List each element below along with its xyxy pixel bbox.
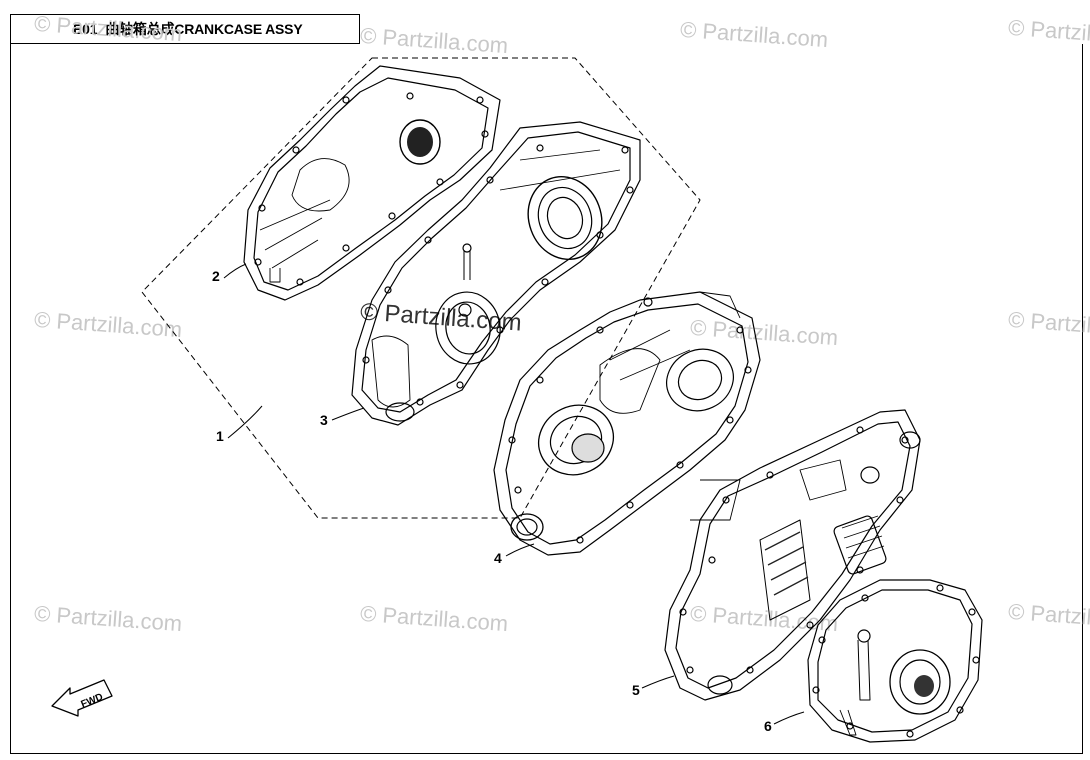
diagram-frame [10,44,1083,754]
diagram-title: 曲轴箱总成CRANKCASE ASSY [105,21,303,37]
leader-line-6 [773,711,805,725]
kit-dashed-box [141,57,701,519]
callout-1: 1 [216,428,224,444]
callout-2: 2 [212,268,220,284]
leader-line-1 [227,405,263,439]
leader-line-4 [505,543,535,557]
outer-cover-part [243,65,501,301]
leader-line-5 [641,675,675,689]
leader-line-2 [223,263,247,279]
callout-3: 3 [320,412,328,428]
crankcase-right-part [664,409,921,701]
diagram-code: E01 [73,21,98,37]
magneto-cover-part [807,579,983,743]
inner-cover-part [351,121,641,426]
callout-5: 5 [632,682,640,698]
title-box: E01 曲轴箱总成CRANKCASE ASSY [10,14,360,44]
callout-4: 4 [494,550,502,566]
fwd-arrow-icon [51,679,113,717]
crankcase-left-part [493,291,761,556]
callout-6: 6 [764,718,772,734]
leader-line-3 [331,407,365,421]
